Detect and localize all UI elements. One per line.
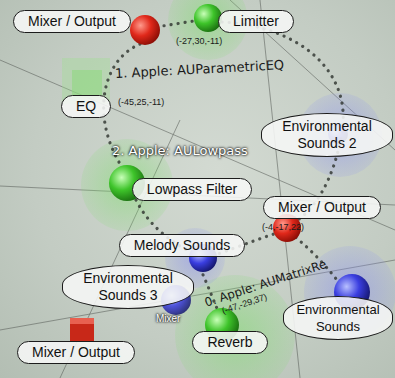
node-label: Reverb — [207, 334, 252, 351]
callout-bubble: Lowpass Filter — [132, 178, 252, 201]
callout-bubble: Mixer / Output — [263, 196, 381, 219]
node-annotation: Mixer — [156, 313, 180, 324]
node-label: Environmental Sounds 2 — [278, 118, 376, 152]
callout-bubble: Mixer / Output — [13, 10, 131, 33]
callout-bubble: Melody Sounds — [119, 234, 246, 257]
node-annotation: 2. Apple: AULowpass — [112, 143, 248, 158]
node-label: Melody Sounds — [134, 237, 231, 254]
node-label: Mixer / Output — [278, 199, 366, 216]
halos — [62, 0, 395, 378]
node-annotation: 1. Apple: AUParametricEQ — [115, 57, 285, 81]
node-label: Environmental Sounds 3 — [79, 270, 177, 304]
node-label: EQ — [76, 98, 96, 115]
node-annotation: (-27,30,-11) — [176, 36, 222, 46]
node-label: Mixer / Output — [28, 13, 116, 30]
node-label: Environmental Sounds — [294, 301, 382, 335]
node-label: Mixer / Output — [32, 344, 120, 361]
callout-bubble: Environmental Sounds 3 — [62, 265, 194, 309]
nodes-3d — [70, 4, 370, 342]
callout-bubble: Environmental Sounds — [283, 296, 393, 340]
callout-bubble: Mixer / Output — [17, 341, 135, 364]
node-annotation: (-45,25,-11) — [118, 97, 164, 107]
node-label: Lowpass Filter — [147, 181, 237, 198]
node-annotation: (-4,-17,22) — [262, 222, 304, 232]
callout-bubble: Limitter — [218, 10, 294, 33]
callout-bubble: EQ — [61, 95, 111, 118]
node-label: Limitter — [233, 13, 279, 30]
callout-bubble: Reverb — [192, 331, 267, 354]
callout-bubble: Environmental Sounds 2 — [261, 113, 393, 157]
